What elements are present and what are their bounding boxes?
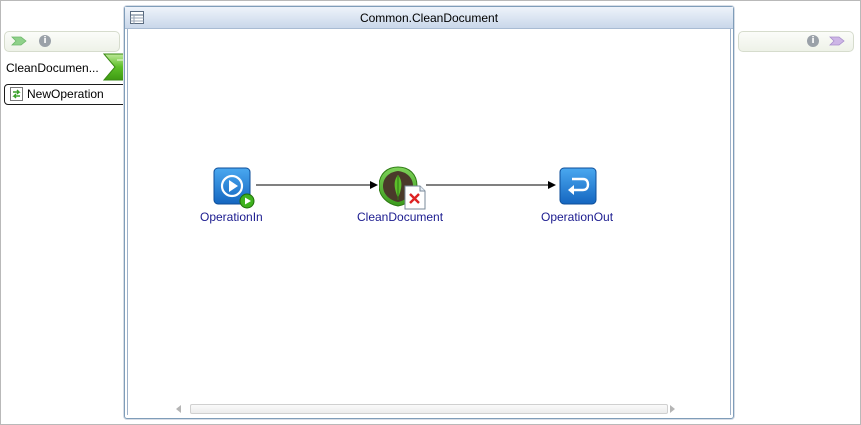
node-operation-out[interactable]	[559, 167, 597, 208]
mongodb-leaf-icon	[378, 166, 426, 210]
node-label-operation-in: OperationIn	[200, 210, 263, 224]
play-icon	[213, 167, 255, 209]
scrollbar-thumb[interactable]	[190, 404, 668, 414]
node-operation-in[interactable]	[213, 167, 255, 212]
new-operation-label: NewOperation	[27, 87, 104, 101]
operation-canvas-window[interactable]: Common.CleanDocument	[124, 6, 734, 419]
node-label-operation-out: OperationOut	[541, 210, 614, 224]
table-icon	[130, 11, 144, 24]
node-clean-document[interactable]	[378, 166, 427, 215]
horizontal-scrollbar[interactable]	[176, 404, 681, 414]
canvas-area[interactable]	[127, 29, 731, 415]
node-label-clean-document: CleanDocument	[357, 210, 444, 224]
chevron-right-icon	[829, 36, 845, 46]
scroll-left-icon[interactable]	[176, 405, 182, 413]
operation-label: CleanDocumen...	[6, 61, 99, 75]
info-icon[interactable]: i	[807, 35, 819, 47]
window-titlebar[interactable]: Common.CleanDocument	[125, 7, 733, 29]
transform-icon	[10, 87, 23, 101]
left-pill-bar[interactable]: i	[4, 31, 120, 52]
window-title: Common.CleanDocument	[359, 11, 499, 25]
info-icon[interactable]: i	[39, 35, 51, 47]
chevron-right-icon	[11, 36, 27, 46]
return-arrow-icon	[559, 167, 597, 205]
scroll-right-icon[interactable]	[670, 405, 676, 413]
new-operation-item[interactable]: NewOperation	[4, 84, 163, 105]
right-pill-bar[interactable]: i	[738, 31, 854, 52]
